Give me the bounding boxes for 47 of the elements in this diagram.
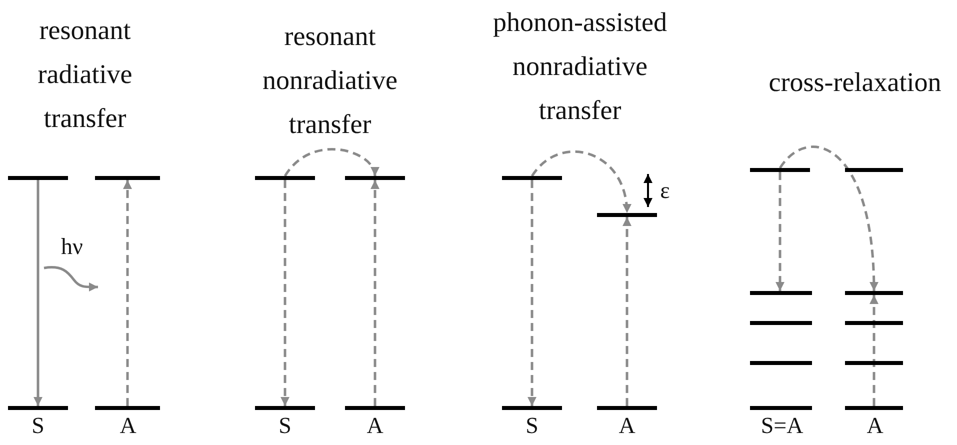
energy-level [750,321,812,325]
arrow [123,180,132,406]
level-label: S=A [760,413,804,439]
photon-label: hν [60,234,84,260]
energy-level [502,176,562,180]
arrow [370,180,380,406]
energy-level [845,321,903,325]
energy-level [750,406,812,410]
arrow [284,148,378,177]
title: resonant nonradiative transfer [262,20,398,141]
energy-level [8,176,68,180]
energy-level [95,176,160,180]
level-label: S [30,413,46,439]
arrow [528,180,536,406]
level-label: A [118,413,138,439]
energy-level [255,406,315,410]
arrow [531,150,631,214]
energy-level [8,406,68,410]
energy-level [502,406,562,410]
arrow [870,295,878,406]
energy-level [750,361,812,365]
energy-level [845,291,903,295]
energy-level [750,168,810,172]
arrow [280,180,290,406]
level-label: S [278,413,292,439]
energy-level [95,406,160,410]
energy-level [255,176,315,180]
title: cross-relaxation [768,66,942,99]
arrow [776,172,784,291]
title: resonant radiative transfer [36,14,134,135]
energy-level [845,361,903,365]
level-label: A [866,413,884,439]
energy-level [597,406,657,410]
energy-level [845,406,903,410]
arrow [779,146,878,292]
energy-level [750,291,812,295]
energy-gap-label: ε [659,178,671,204]
energy-level [345,176,405,180]
energy-level [597,213,657,217]
energy-level [845,168,903,172]
level-label: S [524,413,540,439]
arrow [34,180,42,406]
level-label: A [618,413,636,439]
arrow [622,217,632,406]
energy-level [345,406,405,410]
level-label: A [366,413,384,439]
title: phonon-assisted nonradiative transfer [492,6,668,127]
